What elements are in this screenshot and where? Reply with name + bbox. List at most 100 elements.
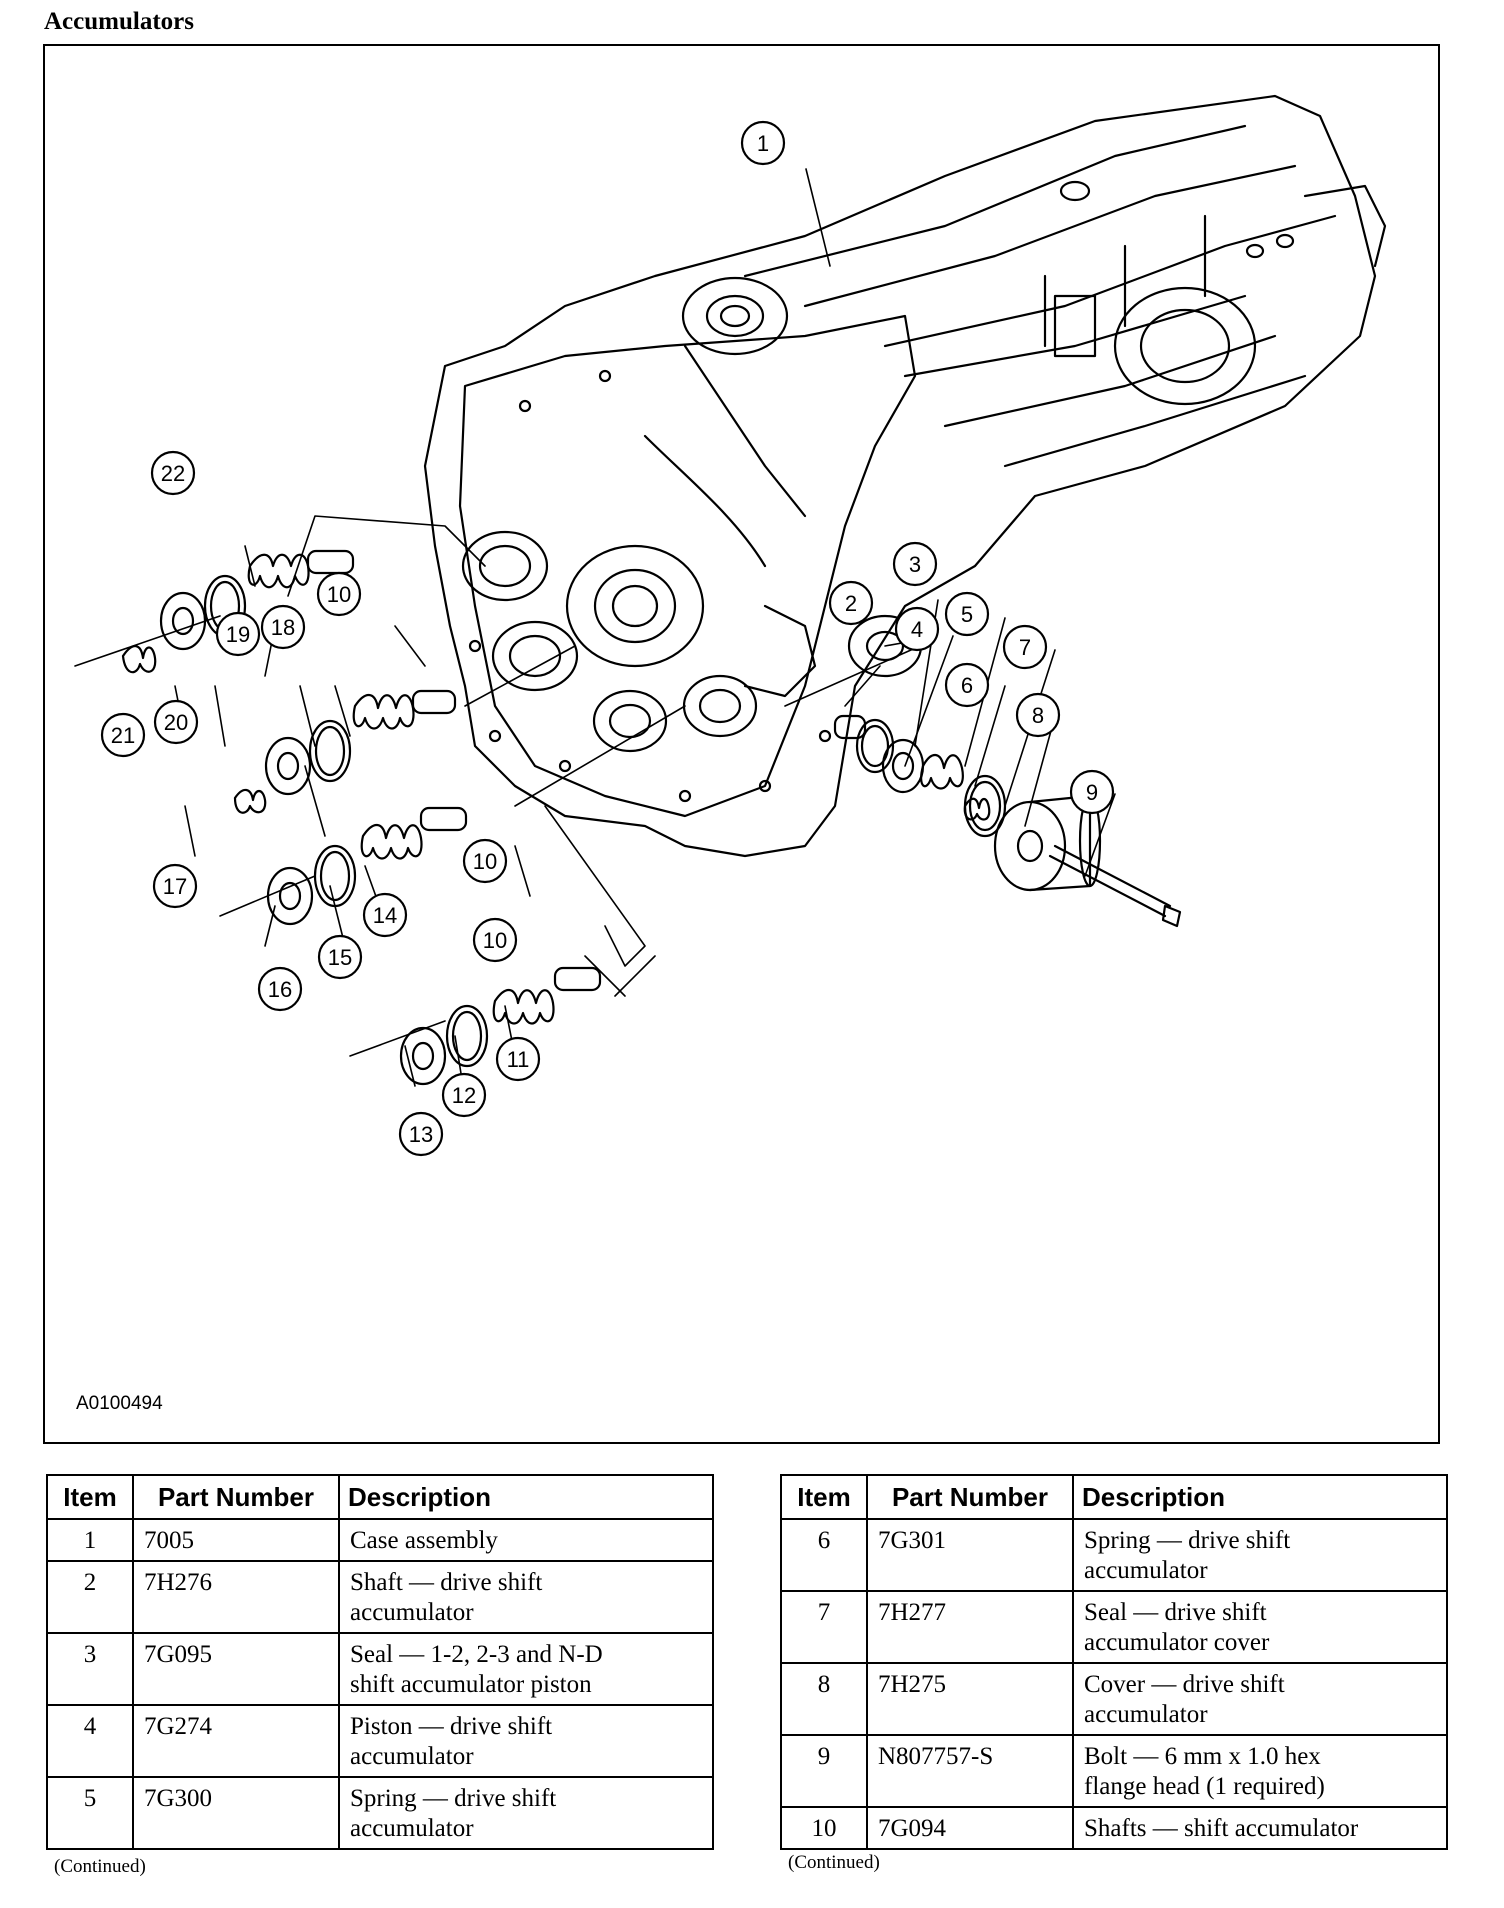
cell-item: 3 xyxy=(46,1632,134,1706)
cell-part-number: 7G095 xyxy=(132,1632,340,1706)
callout-label: 17 xyxy=(163,874,187,899)
cell-item: 7 xyxy=(780,1590,868,1664)
cell-item: 5 xyxy=(46,1776,134,1850)
callout-16: 16 xyxy=(257,966,303,1012)
cell-part-number: N807757-S xyxy=(866,1734,1074,1808)
cell-description: Bolt — 6 mm x 1.0 hex flange head (1 req… xyxy=(1072,1734,1448,1808)
cell-item: 8 xyxy=(780,1662,868,1736)
cell-item: 6 xyxy=(780,1518,868,1592)
callout-9: 9 xyxy=(1069,769,1115,815)
cell-description: Spring — drive shift accumulator xyxy=(338,1776,714,1850)
column-header-part-number: Part Number xyxy=(866,1474,1074,1520)
callout-10: 10 xyxy=(316,571,362,617)
cell-part-number: 7G274 xyxy=(132,1704,340,1778)
callout-label: 10 xyxy=(473,849,497,874)
cell-part-number: 7H275 xyxy=(866,1662,1074,1736)
callout-label: 6 xyxy=(961,673,973,698)
cell-description: Seal — 1-2, 2-3 and N-D shift accumulato… xyxy=(338,1632,714,1706)
callout-label: 15 xyxy=(328,945,352,970)
callout-label: 11 xyxy=(507,1047,530,1072)
cell-description: Spring — drive shift accumulator xyxy=(1072,1518,1448,1592)
callout-label: 9 xyxy=(1086,780,1098,805)
cell-part-number: 7H276 xyxy=(132,1560,340,1634)
callout-19: 19 xyxy=(215,611,261,657)
callout-1: 1 xyxy=(740,120,786,166)
cell-part-number: 7G300 xyxy=(132,1776,340,1850)
callout-4: 4 xyxy=(894,606,940,652)
cell-item: 9 xyxy=(780,1734,868,1808)
callout-5: 5 xyxy=(944,591,990,637)
accumulator-stack-bottom xyxy=(399,966,602,1086)
cell-item: 10 xyxy=(780,1806,868,1850)
cell-item: 1 xyxy=(46,1518,134,1562)
callout-12: 12 xyxy=(441,1072,487,1118)
callout-label: 2 xyxy=(845,591,857,616)
page-title: Accumulators xyxy=(44,8,194,35)
accumulator-stack-right xyxy=(833,714,1182,928)
callout-18: 18 xyxy=(260,604,306,650)
callout-20: 20 xyxy=(153,699,199,745)
column-header-item: Item xyxy=(780,1474,868,1520)
callout-7: 7 xyxy=(1002,624,1048,670)
cell-part-number: 7G301 xyxy=(866,1518,1074,1592)
cell-description: Shafts — shift accumulator xyxy=(1072,1806,1448,1850)
cell-description: Piston — drive shift accumulator xyxy=(338,1704,714,1778)
callout-10: 10 xyxy=(462,838,508,884)
callout-label: 4 xyxy=(911,617,923,642)
callout-label: 16 xyxy=(268,977,292,1002)
callout-label: 14 xyxy=(373,903,397,928)
transmission-case xyxy=(423,94,1387,858)
accumulator-stack-mid-left xyxy=(233,689,457,814)
column-header-description: Description xyxy=(1072,1474,1448,1520)
callout-label: 5 xyxy=(961,602,973,627)
callout-label: 7 xyxy=(1019,635,1031,660)
callout-13: 13 xyxy=(398,1111,444,1157)
callout-8: 8 xyxy=(1015,692,1061,738)
column-header-part-number: Part Number xyxy=(132,1474,340,1520)
callout-17: 17 xyxy=(152,863,198,909)
callout-11: 11 xyxy=(495,1036,541,1082)
cell-description: Cover — drive shift accumulator xyxy=(1072,1662,1448,1736)
callout-10: 10 xyxy=(472,917,518,963)
cell-part-number: 7H277 xyxy=(866,1590,1074,1664)
column-header-item: Item xyxy=(46,1474,134,1520)
callout-label: 20 xyxy=(164,710,188,735)
callout-label: 18 xyxy=(271,615,295,640)
figure-id: A0100494 xyxy=(76,1393,163,1414)
table-header-row: Item Part Number Description xyxy=(780,1474,1448,1520)
callout-label: 12 xyxy=(452,1083,476,1108)
callout-label: 10 xyxy=(483,928,507,953)
callout-21: 21 xyxy=(100,712,146,758)
callout-2: 2 xyxy=(828,580,874,626)
callout-14: 14 xyxy=(362,892,408,938)
accumulator-stack-lower-left xyxy=(266,806,468,926)
callout-label: 13 xyxy=(409,1122,433,1147)
continued-note-right: (Continued) xyxy=(788,1852,880,1873)
callout-label: 3 xyxy=(909,552,921,577)
callout-label: 1 xyxy=(757,131,769,156)
cell-item: 4 xyxy=(46,1704,134,1778)
callout-label: 21 xyxy=(111,723,135,748)
table-header-row: Item Part Number Description xyxy=(46,1474,714,1520)
callout-label: 19 xyxy=(226,622,250,647)
callout-15: 15 xyxy=(317,934,363,980)
cell-description: Case assembly xyxy=(338,1518,714,1562)
callout-3: 3 xyxy=(892,541,938,587)
cell-part-number: 7G094 xyxy=(866,1806,1074,1850)
callout-22: 22 xyxy=(150,450,196,496)
callout-6: 6 xyxy=(944,662,990,708)
cell-item: 2 xyxy=(46,1560,134,1634)
